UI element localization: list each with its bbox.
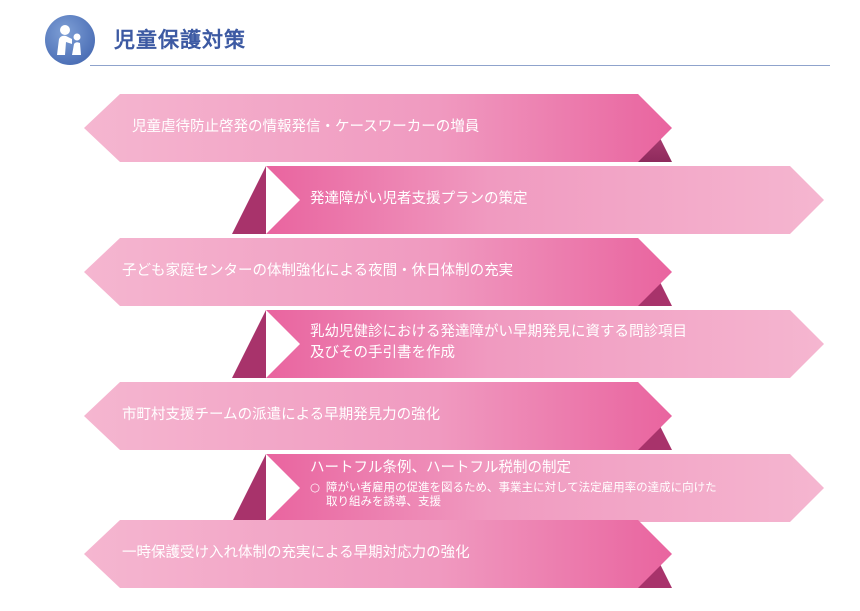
banner-item: 児童虐待防止啓発の情報発信・ケースワーカーの増員 xyxy=(0,92,860,162)
banner-item: 子ども家庭センターの体制強化による夜間・休日体制の充実 xyxy=(0,236,860,306)
banner-text: 子ども家庭センターの体制強化による夜間・休日体制の充実 xyxy=(122,263,514,279)
banner-text: 児童虐待防止啓発の情報発信・ケースワーカーの増員 xyxy=(132,119,480,135)
banner-subtext-line2: 取り組みを誘導、支援 xyxy=(326,494,441,508)
page-header: 児童保護対策 xyxy=(0,0,860,72)
banner-text: 市町村支援チームの派遣による早期発見力の強化 xyxy=(122,407,441,423)
banner-item: 市町村支援チームの派遣による早期発見力の強化 xyxy=(0,380,860,450)
banner-item: 一時保護受け入れ体制の充実による早期対応力の強化 xyxy=(0,518,860,588)
bullet-icon: ○ xyxy=(310,480,321,494)
banner-item: 乳幼児健診における発達障がい早期発見に資する問診項目 及びその手引書を作成 xyxy=(0,308,860,378)
banner-text-line2: 及びその手引書を作成 xyxy=(310,345,455,361)
page-title: 児童保護対策 xyxy=(114,28,246,52)
banner-item: ハートフル条例、ハートフル税制の制定 ○ 障がい者雇用の促進を図るため、事業主に… xyxy=(0,452,860,522)
header-divider xyxy=(90,65,830,66)
banner-text: 発達障がい児者支援プランの策定 xyxy=(310,191,528,207)
child-care-icon xyxy=(45,15,95,65)
banner-text: 一時保護受け入れ体制の充実による早期対応力の強化 xyxy=(122,545,470,561)
banner-subtext-line1: 障がい者雇用の促進を図るため、事業主に対して法定雇用率の達成に向けた xyxy=(326,480,717,494)
banner-text-line1: 乳幼児健診における発達障がい早期発見に資する問診項目 xyxy=(310,324,687,340)
banner-item: 発達障がい児者支援プランの策定 xyxy=(0,164,860,234)
banner-text: ハートフル条例、ハートフル税制の制定 xyxy=(310,460,571,476)
